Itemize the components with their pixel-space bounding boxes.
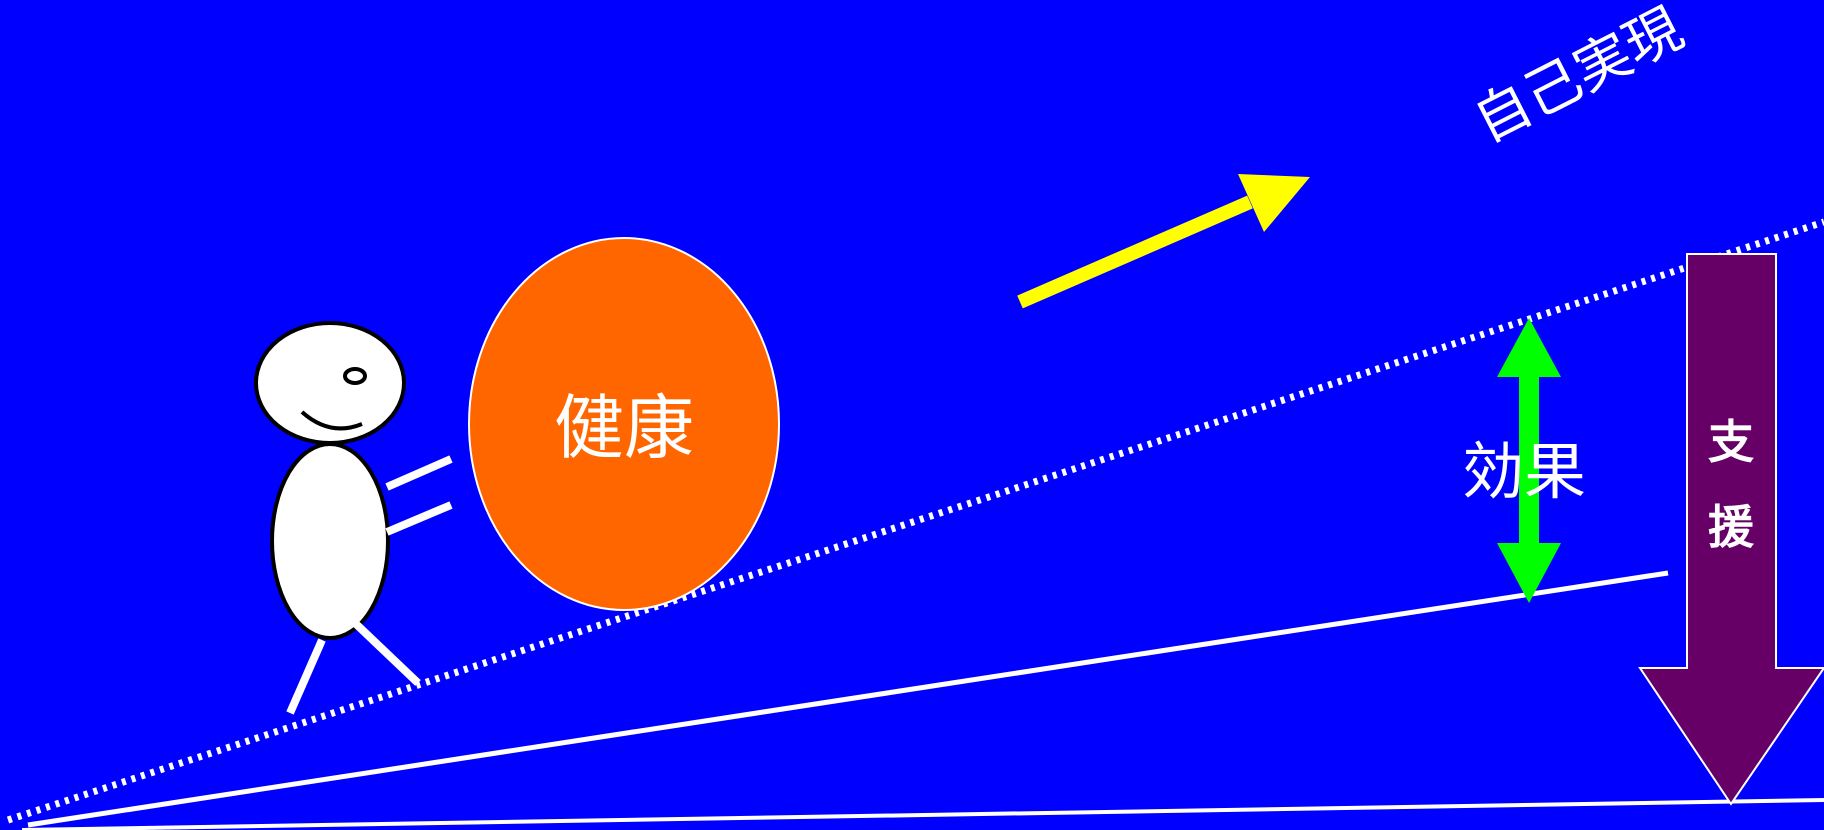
effect-label: 効果: [1462, 435, 1586, 508]
stick-figure: [254, 321, 453, 715]
health-ball: 健康: [468, 237, 780, 611]
figure-smile: [300, 410, 363, 431]
support-label-2: 援: [1708, 500, 1755, 554]
baseline: [21, 798, 1824, 830]
figure-body: [270, 442, 390, 640]
figure-head: [254, 321, 406, 445]
figure-leg-left: [286, 638, 326, 715]
goal-label: 自己実現: [1464, 0, 1693, 155]
lower-slope-line: [27, 570, 1669, 828]
yellow-direction-arrow: [1017, 174, 1310, 309]
figure-arm-upper: [385, 455, 453, 491]
support-label-1: 支: [1708, 415, 1754, 469]
effect-double-arrow: [1497, 318, 1561, 603]
health-ball-label: 健康: [554, 387, 694, 469]
figure-eye: [343, 367, 367, 385]
support-arrow: [1638, 253, 1824, 806]
figure-arm-lower: [385, 501, 453, 536]
upper-dotted-slope-line: [6, 218, 1824, 824]
figure-leg-right: [352, 620, 421, 686]
